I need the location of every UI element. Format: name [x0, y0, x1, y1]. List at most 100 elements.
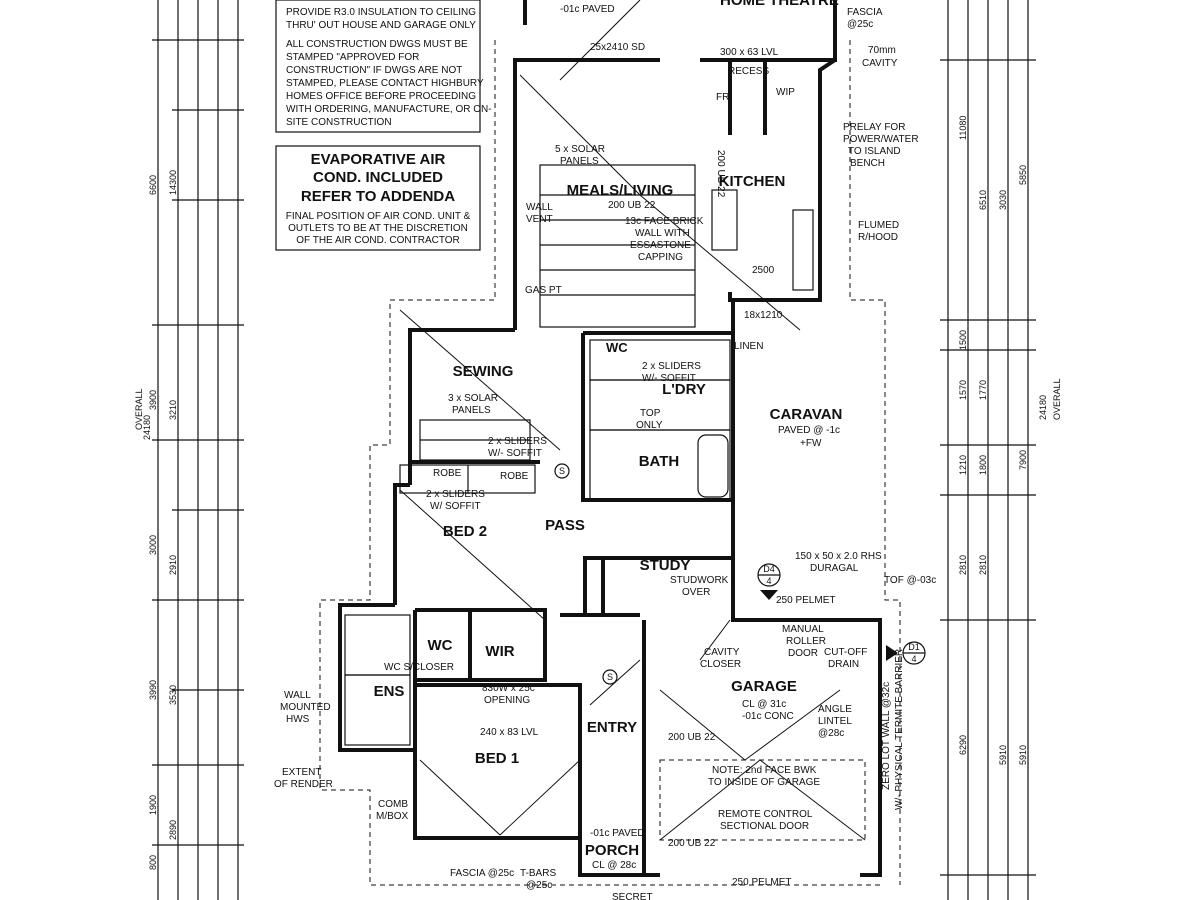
label-sliders-ldry-1: W/- SOFFIT: [642, 373, 696, 384]
label-sliders-0: 2 x SLIDERS: [488, 436, 547, 447]
label-sd-2410: 25x2410 SD: [590, 42, 645, 53]
label-solar3-1: PANELS: [452, 405, 491, 416]
label-fascia-bottom: FASCIA @25c: [450, 868, 514, 879]
smoke-detector-label-a: S: [559, 466, 565, 476]
label-recess: RECESS: [728, 66, 769, 77]
label-robe-a: ROBE: [433, 468, 462, 479]
room-caravan: CARAVAN: [770, 406, 843, 423]
label-top-only-1: ONLY: [636, 420, 663, 431]
room-bed2: BED 2: [443, 523, 487, 540]
label-tbars-0: T-BARS: [520, 868, 556, 879]
room-wc-ldry: WC: [606, 340, 628, 355]
label-tbars-1: @25c: [526, 880, 552, 891]
label-solar5-1: PANELS: [560, 156, 599, 167]
label-porch-paved: -01c PAVED: [590, 828, 645, 839]
room-pass: PASS: [545, 517, 585, 534]
label-solar5-0: 5 x SOLAR: [555, 144, 605, 155]
dim-right-b2: 1770: [978, 380, 988, 400]
label-zero-lot-0: ZERO LOT WALL @32c: [881, 682, 892, 790]
svg-text:CONSTRUCTION" IF DWGS ARE NOT: CONSTRUCTION" IF DWGS ARE NOT: [286, 65, 462, 76]
dim-right-a3: 1570: [958, 380, 968, 400]
label-note-brick-1: TO INSIDE OF GARAGE: [708, 777, 820, 788]
svg-text:HOMES OFFICE BEFORE PROCEEDING: HOMES OFFICE BEFORE PROCEEDING: [286, 91, 476, 102]
svg-text:OF THE AIR COND. CONTRACTOR: OF THE AIR COND. CONTRACTOR: [296, 235, 460, 246]
dim-left-b1: 3210: [168, 400, 178, 420]
label-facebrick-0: 13c FACE BRICK: [625, 216, 704, 227]
svg-text:FINAL POSITION OF AIR COND. UN: FINAL POSITION OF AIR COND. UNIT &: [286, 211, 471, 222]
label-sliders2-1: W/ SOFFIT: [430, 501, 481, 512]
dim-left-b4: 2890: [168, 820, 178, 840]
label-cavity-closer-1: CLOSER: [700, 659, 741, 670]
label-gas-pt: GAS PT: [525, 285, 562, 296]
label-ub-200: 200 UB 22: [608, 200, 656, 211]
label-remote-1: SECTIONAL DOOR: [720, 821, 809, 832]
label-render-1: OF RENDER: [274, 779, 333, 790]
label-cutoff-1: DRAIN: [828, 659, 859, 670]
room-meals-living: MEALS/LIVING: [567, 182, 674, 199]
label-caravan-paved-0: PAVED @ -1c: [778, 425, 840, 436]
room-bed1: BED 1: [475, 750, 519, 767]
dim-left-a5: 800: [148, 855, 158, 870]
svg-text:SITE CONSTRUCTION: SITE CONSTRUCTION: [286, 117, 392, 128]
dim-left-b0: 14300: [168, 170, 178, 195]
evap-note-text: EVAPORATIVE AIR COND. INCLUDED REFER TO …: [286, 151, 471, 246]
room-home-theatre: HOME THEATRE: [720, 0, 839, 9]
external-walls: [338, 0, 882, 877]
label-cavity: CAVITY: [862, 58, 898, 69]
construction-notes-text: PROVIDE R3.0 INSULATION TO CEILING THRU'…: [286, 7, 492, 128]
overall-left-value: 24180: [142, 415, 152, 440]
smoke-detector-icon: [554, 463, 618, 685]
callout-d4-sheet: 4: [766, 576, 771, 586]
dim-right-a7: 6290: [958, 735, 968, 755]
label-fr: FR: [716, 92, 729, 103]
room-entry: ENTRY: [587, 719, 637, 736]
label-pelmet-bottom: 250 PELMET: [732, 877, 791, 888]
label-angle-2: @28c: [818, 728, 844, 739]
room-study: STUDY: [640, 557, 691, 574]
svg-text:STAMPED "APPROVED FOR: STAMPED "APPROVED FOR: [286, 52, 419, 63]
label-facebrick-2: ESSASTONE: [630, 240, 691, 251]
label-2500: 2500: [752, 265, 775, 276]
callout-d4-id: D4: [763, 564, 775, 574]
dim-left-a0: 6600: [148, 175, 158, 195]
dim-right-b6: 5910: [1018, 745, 1028, 765]
dim-left-a1: 3900: [148, 390, 158, 410]
label-zero-lot-1: W/- PHYSICAL TERMITE BARRIER: [894, 649, 905, 810]
label-sliders-1: W/- SOFFIT: [488, 448, 542, 459]
svg-text:ALL CONSTRUCTION DWGS MUST BE: ALL CONSTRUCTION DWGS MUST BE: [286, 39, 468, 50]
room-wir: WIR: [485, 643, 514, 660]
label-rhs-0: 150 x 50 x 2.0 RHS: [795, 551, 882, 562]
label-robe-b: ROBE: [500, 471, 529, 482]
label-render-0: EXTENT: [282, 767, 321, 778]
label-opening-0: 830W x 25c: [482, 683, 535, 694]
evap-note-box: [275, 145, 481, 251]
svg-text:THRU' OUT HOUSE AND GARAGE ONL: THRU' OUT HOUSE AND GARAGE ONLY: [286, 20, 476, 31]
label-manual-2: DOOR: [788, 648, 818, 659]
roof-hip-lines: [399, 0, 866, 841]
construction-notes: [275, 0, 481, 133]
label-secret: SECRET: [612, 892, 653, 900]
label-flumed-1: R/HOOD: [858, 232, 898, 243]
label-pelmet-250: 250 PELMET: [776, 595, 835, 606]
label-sliders-ldry-0: 2 x SLIDERS: [642, 361, 701, 372]
label-fascia-25c: @25c: [847, 19, 873, 30]
room-kitchen: KITCHEN: [719, 173, 786, 190]
left-dimension-lines: [152, 0, 244, 900]
dim-right-b3: 1800: [978, 455, 988, 475]
label-comb-0: COMB: [378, 799, 408, 810]
label-linen-ldry: LINEN: [734, 341, 763, 352]
label-fascia-top: FASCIA: [847, 7, 883, 18]
label-manual-1: ROLLER: [786, 636, 826, 647]
dim-right-a1: 5850: [1018, 165, 1028, 185]
label-lvl-300: 300 x 63 LVL: [720, 47, 779, 58]
label-wallvent-1: VENT: [526, 214, 553, 225]
label-cutoff-0: CUT-OFF: [824, 647, 867, 658]
svg-text:WITH ORDERING, MANUFACTURE, OR: WITH ORDERING, MANUFACTURE, OR ON-: [286, 104, 492, 115]
svg-text:COND. INCLUDED: COND. INCLUDED: [313, 169, 443, 186]
label-sliders2-0: 2 x SLIDERS: [426, 489, 485, 500]
label-paved: -01c PAVED: [560, 4, 615, 15]
callout-d1-id: D1: [908, 642, 920, 652]
label-opening-1: OPENING: [484, 695, 530, 706]
room-wc: WC: [428, 637, 453, 654]
label-flumed-0: FLUMED: [858, 220, 899, 231]
